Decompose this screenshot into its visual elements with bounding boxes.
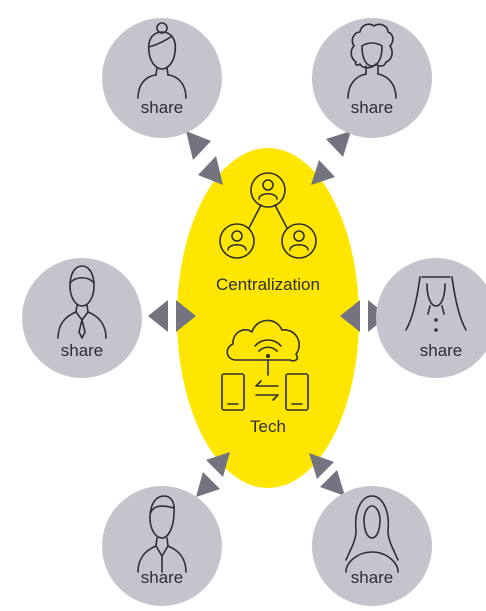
hub-ellipse bbox=[177, 148, 359, 488]
woman-hijab-icon bbox=[345, 495, 399, 573]
node-label-top-right: share bbox=[350, 98, 394, 117]
arrow-top-right-out bbox=[326, 131, 351, 157]
connector-arrows bbox=[148, 131, 388, 497]
arrow-top-right-in bbox=[311, 160, 335, 185]
node-circle-middle-right bbox=[376, 258, 486, 378]
hub-top-label: Centralization bbox=[216, 275, 320, 294]
arrow-top-left-out bbox=[186, 131, 211, 160]
node-circle-top-right bbox=[312, 18, 432, 138]
node-circle-middle-left bbox=[22, 258, 142, 378]
arrow-top-left-in bbox=[198, 156, 223, 185]
man-shirt-icon bbox=[137, 495, 187, 573]
arrow-bottom-right-out bbox=[309, 453, 334, 479]
woman-curly-icon bbox=[347, 23, 397, 99]
arrow-middle-right-in bbox=[340, 300, 360, 332]
phone-sync-icon bbox=[221, 373, 309, 411]
node-circle-top-left bbox=[102, 18, 222, 138]
node-label-middle-left: share bbox=[60, 341, 104, 360]
hub-bottom-label: Tech bbox=[250, 417, 286, 436]
people-network-icon bbox=[219, 172, 317, 259]
cloud-icon bbox=[226, 319, 300, 376]
arrow-middle-left-in bbox=[176, 300, 196, 332]
arrow-bottom-right-in bbox=[320, 470, 345, 496]
node-label-bottom-left: share bbox=[140, 568, 184, 587]
node-circles bbox=[22, 18, 486, 606]
arrow-bottom-left-out bbox=[206, 452, 230, 477]
node-label-top-left: share bbox=[140, 98, 184, 117]
node-label-middle-right: share bbox=[419, 341, 463, 360]
arrow-middle-left-out bbox=[148, 300, 168, 332]
man-tie-icon bbox=[57, 265, 107, 339]
arrow-bottom-left-in bbox=[196, 472, 220, 497]
node-circle-bottom-left bbox=[102, 486, 222, 606]
woman-bun-icon bbox=[137, 22, 187, 99]
node-circle-bottom-right bbox=[312, 486, 432, 606]
node-label-bottom-right: share bbox=[350, 568, 394, 587]
man-headdress-icon bbox=[405, 276, 467, 332]
